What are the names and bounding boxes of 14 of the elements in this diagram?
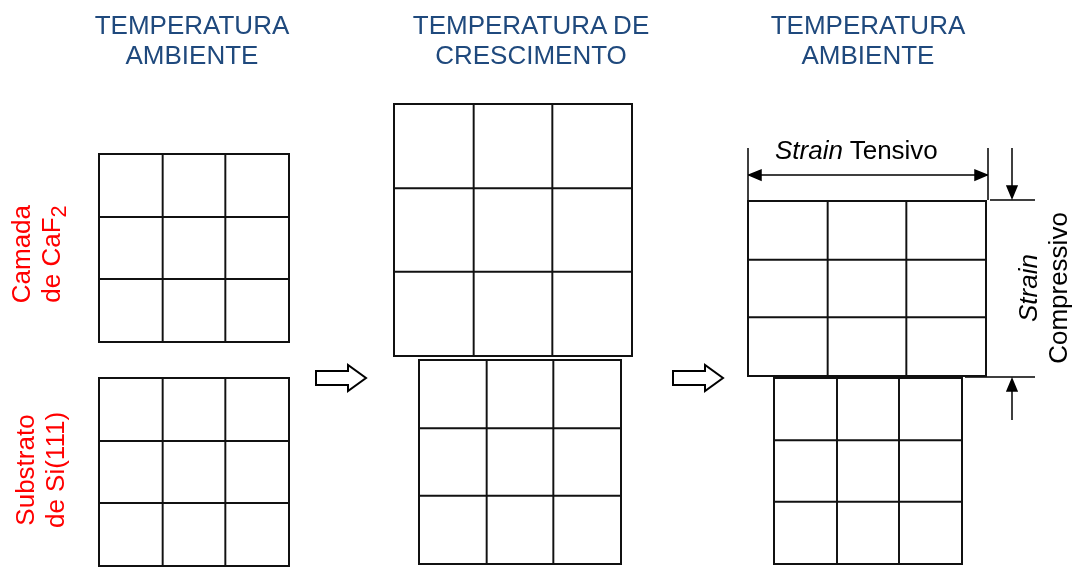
lattice-grid <box>418 359 622 565</box>
block-arrow <box>315 363 368 393</box>
lattice-grid <box>773 377 963 565</box>
lattice-grid <box>747 200 987 377</box>
layer-label: Substrato de Si(111) <box>10 410 70 531</box>
block-arrow <box>672 363 725 393</box>
stage-heading: TEMPERATURA AMBIENTE <box>93 10 291 70</box>
lattice-grid <box>98 153 290 343</box>
lattice-grid <box>393 103 633 357</box>
strain-label: Strain Tensivo <box>775 135 938 165</box>
lattice-grid <box>98 377 290 567</box>
layer-label: Strain Compressivo <box>1013 211 1073 366</box>
stage-heading: TEMPERATURA DE CRESCIMENTO <box>411 10 651 70</box>
stage-heading: TEMPERATURA AMBIENTE <box>769 10 967 70</box>
